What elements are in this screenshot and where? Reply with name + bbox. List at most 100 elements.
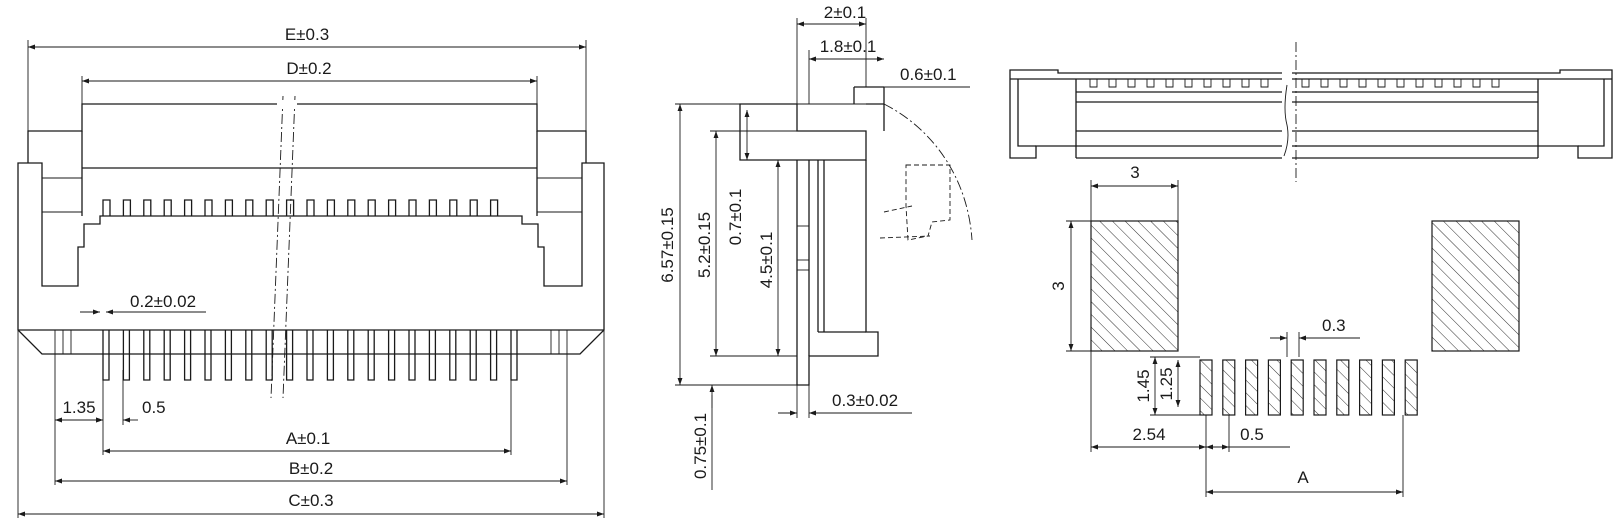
dim-0-7-label: 0.7±0.1 (726, 189, 745, 246)
dim-1-45-label: 1.45 (1134, 369, 1153, 402)
footprint-signal-pad (1358, 359, 1373, 416)
top-contact-tooth (1453, 79, 1462, 88)
break-gap (277, 100, 297, 108)
top-contact-tooth (1472, 79, 1481, 88)
dim-0-3-label: 0.3±0.02 (832, 391, 898, 410)
front-upper-contact (306, 199, 315, 216)
top-break-curve (1283, 84, 1289, 157)
top-contact-tooth (1203, 79, 1212, 88)
front-upper-contact (183, 199, 193, 216)
footprint-signal-pad (1381, 359, 1396, 416)
front-upper-contact (326, 199, 336, 216)
top-contact-tooth (1301, 79, 1310, 88)
top-contact-tooth (1339, 79, 1348, 88)
footprint-signal-pad (1313, 359, 1327, 416)
footprint-signal-pad (1336, 359, 1350, 416)
dim-4-5-label: 4.5±0.1 (757, 232, 776, 289)
front-lower-pin (469, 330, 477, 381)
side-body (796, 160, 879, 386)
top-contact-tooth (1434, 79, 1443, 88)
front-lower-pin (347, 330, 355, 381)
dim-D-label: D±0.2 (286, 59, 331, 78)
dim-2-label: 2±0.1 (824, 3, 866, 22)
front-lower-pin (143, 330, 151, 381)
dim-A-label: A±0.1 (286, 429, 330, 448)
footprint-signal-pad (1244, 359, 1259, 416)
break-line-left (270, 95, 284, 399)
front-lower-pin (387, 330, 396, 381)
front-upper-contact (143, 199, 152, 216)
top-view (1009, 42, 1613, 182)
front-lower-pin (285, 330, 294, 381)
front-upper-contact (347, 199, 356, 216)
dim-0-75-label: 0.75±0.1 (691, 413, 710, 479)
footprint-signal-pad (1267, 359, 1282, 416)
top-contact-tooth (1396, 79, 1405, 88)
footprint-pad-left (1090, 220, 1179, 352)
front-upper-contact (102, 199, 111, 216)
side-actuator (739, 103, 867, 161)
side-open-lines (879, 205, 931, 239)
top-contact-tooth (1146, 79, 1155, 88)
break-line-right (282, 95, 296, 399)
side-view: 2±0.1 1.8±0.1 0.6±0.1 6.57±0.15 5.2±0.15… (658, 3, 973, 490)
front-lower-pin (306, 330, 314, 381)
front-lower-pin (245, 330, 253, 381)
front-lower-pin (265, 330, 273, 381)
front-actuator-outline (27, 103, 587, 163)
dim-fp-A-label: A (1297, 468, 1309, 487)
front-upper-contact (428, 199, 438, 216)
dim-pitch-label: 0.5 (142, 398, 166, 417)
front-upper-contact (449, 199, 458, 216)
front-upper-contact (285, 199, 295, 216)
top-contact-tooth (1089, 79, 1098, 88)
dim-1-35-label: 1.35 (62, 398, 95, 417)
top-contact-tooth (1222, 79, 1231, 88)
front-lower-pin (204, 330, 212, 381)
front-lower-pin (428, 330, 437, 381)
front-upper-contact (163, 199, 172, 216)
footprint-signal-pad (1290, 359, 1304, 416)
top-break-gap (1282, 68, 1292, 162)
top-contact-tooth (1165, 79, 1174, 88)
front-lower-pin (224, 330, 233, 381)
side-open-arc (883, 103, 973, 241)
front-upper-contact (122, 199, 132, 216)
top-contacts (1089, 79, 1500, 88)
footprint-signal-pad (1222, 359, 1236, 416)
dim-fp-0-3-label: 0.3 (1322, 316, 1346, 335)
dim-E-label: E±0.3 (285, 25, 329, 44)
front-lower-pin (408, 330, 416, 381)
top-contact-tooth (1320, 79, 1329, 88)
front-lower-pins (102, 330, 518, 381)
front-lower-pin (449, 330, 457, 381)
dim-B-label: B±0.2 (289, 459, 333, 478)
top-contact-tooth (1241, 79, 1250, 88)
dim-0-6-label: 0.6±0.1 (900, 65, 957, 84)
front-upper-contact (265, 199, 274, 216)
front-view: E±0.3 D±0.2 0.2±0.02 1.35 0.5 A±0.1 B±0.… (17, 25, 605, 518)
front-upper-contact (224, 199, 234, 216)
dim-1-25-label: 1.25 (1157, 367, 1176, 400)
front-upper-contact (387, 199, 397, 216)
dim-3h-label: 3 (1049, 281, 1068, 290)
pcb-footprint: 3 3 1.45 1.25 0.3 2.54 0.5 A (1049, 163, 1520, 497)
front-lower-pin (163, 330, 171, 381)
front-upper-contact (469, 199, 478, 216)
front-lower-pin (102, 330, 110, 381)
front-lower-pin (489, 330, 498, 381)
front-corner-ribs (54, 330, 568, 354)
front-upper-contact (367, 199, 376, 216)
top-contact-tooth (1108, 79, 1117, 88)
footprint-signal-pad (1199, 359, 1213, 416)
top-left-block (1017, 79, 1036, 147)
top-outer-outline (1009, 69, 1613, 159)
top-contact-tooth (1184, 79, 1193, 88)
dim-1-8-label: 1.8±0.1 (820, 37, 877, 56)
side-open-actuator (905, 164, 951, 241)
dim-pin-width-label: 0.2±0.02 (130, 292, 196, 311)
front-lower-pin (367, 330, 375, 381)
footprint-signal-pad (1404, 359, 1418, 416)
